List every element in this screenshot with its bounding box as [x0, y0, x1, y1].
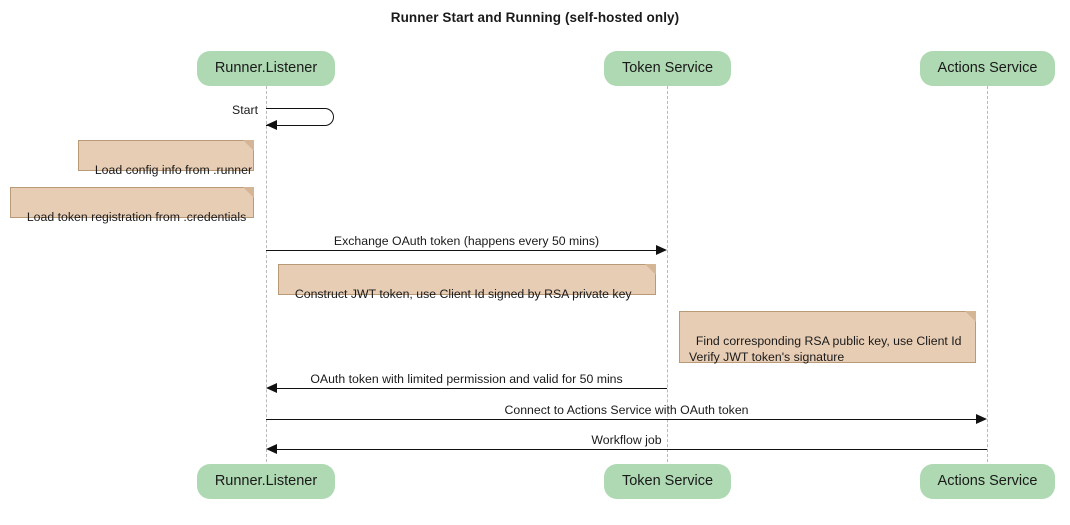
- lifeline-actions: [987, 86, 988, 462]
- note-construct-jwt-text: Construct JWT token, use Client Id signe…: [294, 287, 632, 301]
- participant-runner-bottom[interactable]: Runner.Listener: [197, 464, 335, 499]
- message-oauth-token-reply-line: [277, 388, 667, 389]
- message-connect-actions-service-line: [266, 419, 976, 420]
- message-workflow-job-arrowhead: [266, 443, 277, 454]
- participant-runner-top[interactable]: Runner.Listener: [197, 51, 335, 86]
- note-load-config-text: Load config info from .runner: [94, 163, 253, 177]
- note-fold-icon: [243, 140, 254, 151]
- note-verify-jwt-text: Find corresponding RSA public key, use C…: [689, 334, 962, 364]
- message-connect-actions-service-label: Connect to Actions Service with OAuth to…: [504, 403, 749, 417]
- self-message-start-arrowhead: [266, 120, 277, 130]
- self-message-start-label: Start: [232, 103, 258, 117]
- message-workflow-job-line: [277, 449, 987, 450]
- note-load-token-registration-text: Load token registration from .credential…: [26, 210, 247, 224]
- note-verify-jwt: Find corresponding RSA public key, use C…: [679, 311, 976, 364]
- participant-actions-bottom[interactable]: Actions Service: [920, 464, 1055, 499]
- self-message-start-loop: [266, 108, 334, 126]
- diagram-title: Runner Start and Running (self-hosted on…: [390, 10, 680, 25]
- message-oauth-token-reply-label: OAuth token with limited permission and …: [310, 372, 623, 386]
- note-fold-icon: [965, 311, 976, 322]
- message-exchange-oauth-token-line: [266, 250, 656, 251]
- participant-token-top[interactable]: Token Service: [604, 51, 731, 86]
- lifeline-token: [667, 86, 668, 462]
- lifeline-runner: [266, 86, 267, 462]
- note-fold-icon: [243, 187, 254, 198]
- participant-actions-top[interactable]: Actions Service: [920, 51, 1055, 86]
- message-connect-actions-service-arrowhead: [976, 413, 987, 424]
- note-fold-icon: [645, 264, 656, 275]
- message-oauth-token-reply-arrowhead: [266, 382, 277, 393]
- message-workflow-job-label: Workflow job: [591, 433, 662, 447]
- message-exchange-oauth-token-arrowhead: [656, 244, 667, 255]
- participant-token-bottom[interactable]: Token Service: [604, 464, 731, 499]
- note-load-token-registration: Load token registration from .credential…: [10, 187, 254, 224]
- message-exchange-oauth-token-label: Exchange OAuth token (happens every 50 m…: [333, 234, 600, 248]
- note-load-config: Load config info from .runner: [78, 140, 254, 177]
- note-construct-jwt: Construct JWT token, use Client Id signe…: [278, 264, 656, 301]
